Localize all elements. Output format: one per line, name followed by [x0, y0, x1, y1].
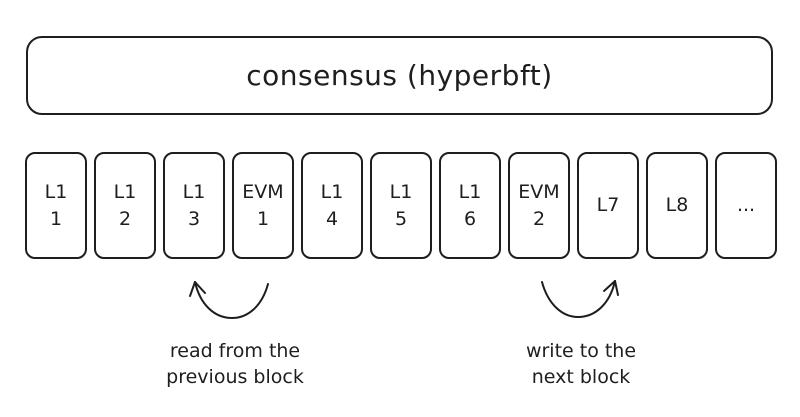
- block-line2: 2: [532, 207, 546, 230]
- block-line1: L8: [665, 194, 689, 216]
- block-l1-1: L1 1: [25, 152, 87, 259]
- block-l1-3: L1 3: [163, 152, 225, 259]
- block-line1: ...: [736, 194, 756, 216]
- write-arrow-icon: [541, 280, 619, 318]
- block-line2: 3: [187, 207, 201, 230]
- block-line2: 4: [325, 207, 339, 230]
- block-l1-4: L1 4: [301, 152, 363, 259]
- block-line2: 1: [49, 207, 63, 230]
- block-line1: L7: [596, 194, 620, 216]
- block-line1: L1: [44, 180, 68, 203]
- block-line2: 6: [463, 207, 477, 230]
- block-evm-1: EVM 1: [232, 152, 294, 259]
- block-line2: 2: [118, 207, 132, 230]
- block-l7: L7: [577, 152, 639, 259]
- block-line2: 1: [256, 207, 270, 230]
- consensus-label: consensus (hyperbft): [246, 59, 553, 92]
- block-evm-2: EVM 2: [508, 152, 570, 259]
- block-line1: L1: [320, 180, 344, 203]
- block-l1-6: L1 6: [439, 152, 501, 259]
- block-l8: L8: [646, 152, 708, 259]
- read-caption-line1: read from the: [169, 340, 301, 362]
- block-line2: 5: [394, 207, 408, 230]
- block-line1: EVM: [518, 180, 560, 203]
- block-line1: L1: [458, 180, 482, 203]
- block-l1-2: L1 2: [94, 152, 156, 259]
- read-arrow-icon: [189, 281, 269, 319]
- read-caption: read from the previous block: [135, 338, 335, 390]
- block-ellipsis: ...: [715, 152, 777, 259]
- write-caption: write to the next block: [481, 338, 681, 390]
- block-line1: L1: [389, 180, 413, 203]
- block-line1: L1: [113, 180, 137, 203]
- consensus-box: consensus (hyperbft): [26, 36, 773, 115]
- block-l1-5: L1 5: [370, 152, 432, 259]
- block-line1: L1: [182, 180, 206, 203]
- write-caption-line2: next block: [531, 366, 631, 388]
- read-caption-line2: previous block: [166, 366, 304, 388]
- write-caption-line1: write to the: [525, 340, 637, 362]
- block-line1: EVM: [242, 180, 284, 203]
